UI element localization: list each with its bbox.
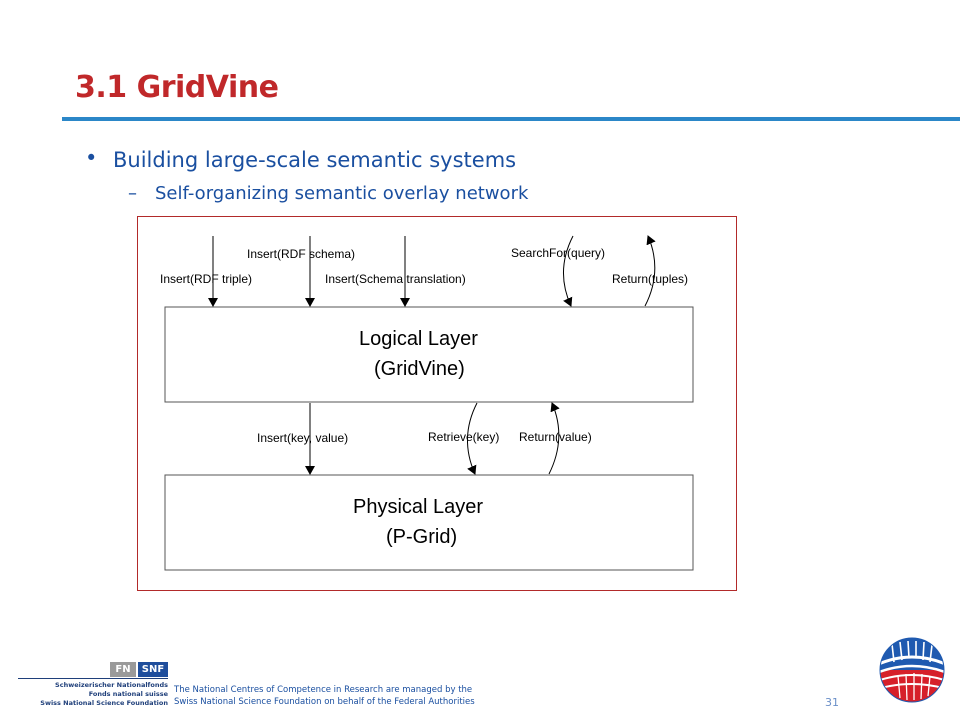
snf-logo-line-fr: Fonds national suisse — [88, 690, 168, 698]
diagram-frame — [137, 216, 737, 591]
arrow-return-value — [548, 402, 560, 475]
snf-logo-line-en: Swiss National Science Foundation — [40, 699, 168, 707]
physical-layer-title: Physical Layer — [353, 496, 484, 518]
bullet-text: Building large-scale semantic systems — [113, 148, 517, 172]
snf-logo-divider — [18, 678, 168, 679]
logical-layer-subtitle: (GridVine) — [374, 358, 465, 380]
snf-logo-line-de: Schweizerischer Nationalfonds — [55, 681, 168, 689]
bullet-dot: • — [85, 146, 98, 170]
label-retrieve-key: Retrieve(key) — [428, 430, 500, 444]
footer-note: The National Centres of Competence in Re… — [174, 684, 475, 708]
snf-logo-fn: FN — [110, 662, 136, 677]
physical-layer-subtitle: (P-Grid) — [386, 526, 458, 548]
label-return-tuples: Return(tuples) — [612, 272, 689, 286]
physical-layer-box — [164, 474, 694, 571]
gridvine-architecture-diagram: Insert(RDF schema) Insert(RDF triple) In… — [137, 216, 737, 591]
snf-logo-snf: SNF — [138, 662, 168, 677]
nccr-emblem-icon — [878, 636, 946, 704]
sub-bullet-dash: – — [128, 183, 137, 204]
label-insert-key-value: Insert(key, value) — [257, 431, 349, 445]
label-insert-schema-translation: Insert(Schema translation) — [325, 272, 466, 286]
label-return-value: Return(value) — [519, 430, 592, 444]
arrow-retrieve-key — [466, 402, 478, 475]
footer-note-line-2: Swiss National Science Foundation on beh… — [174, 697, 475, 707]
label-insert-rdf-schema: Insert(RDF schema) — [247, 247, 356, 261]
arrow-search-for-query — [562, 235, 574, 307]
arrow-return-tuples — [644, 235, 656, 307]
logical-layer-title: Logical Layer — [359, 328, 478, 350]
sub-bullet-text: Self-organizing semantic overlay network — [155, 183, 529, 204]
label-search-for-query: SearchFor(query) — [511, 246, 606, 260]
footer-note-line-1: The National Centres of Competence in Re… — [174, 685, 473, 695]
label-insert-rdf-triple: Insert(RDF triple) — [160, 272, 253, 286]
snf-logo-mark: FN SNF — [110, 662, 168, 677]
logical-layer-box — [164, 306, 694, 403]
page-number: 31 — [825, 696, 839, 709]
snf-logo: FN SNF Schweizerischer Nationalfonds Fon… — [18, 662, 168, 708]
title-underline — [62, 117, 960, 121]
diagram-graphics — [137, 216, 737, 591]
slide-title: 3.1 GridVine — [75, 70, 279, 105]
